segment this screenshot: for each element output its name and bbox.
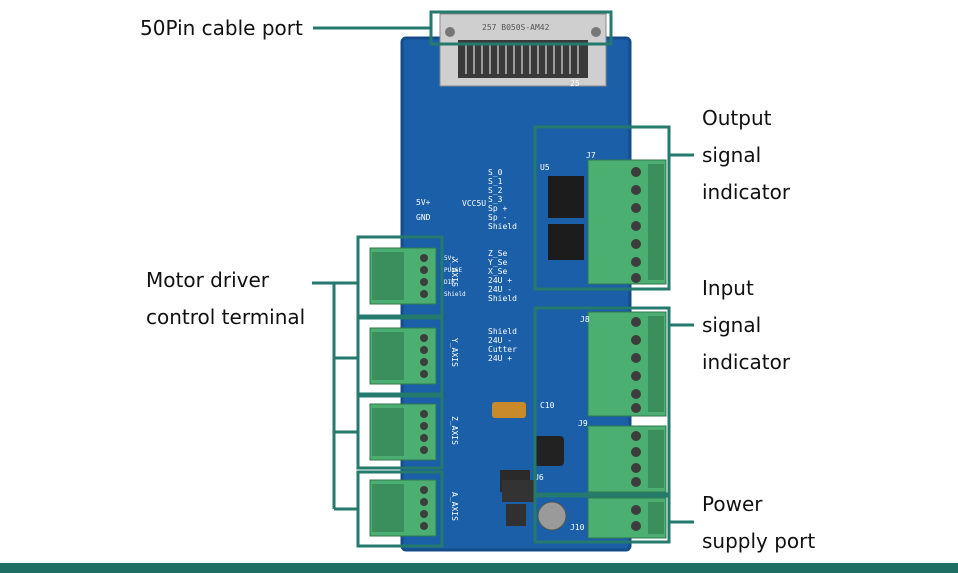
pcb-board — [402, 38, 630, 550]
label-input-line1: Input — [702, 276, 754, 300]
j8-label-1: Y_Se — [488, 258, 507, 267]
axis-label-x: X_AXIS — [450, 258, 459, 287]
label-power-line2: supply port — [702, 529, 816, 553]
capacitor-c10 — [492, 402, 526, 418]
label-power-line1: Power — [702, 492, 763, 516]
j8-label-2: X_Se — [488, 267, 507, 276]
label-cable-port-text: 50Pin cable port — [140, 16, 303, 40]
label-output-line1: Output — [702, 106, 772, 130]
net-gnd: GND — [416, 213, 431, 222]
j7-label-2: S_2 — [488, 186, 503, 195]
ref-j7: J7 — [586, 151, 596, 160]
terminal-j10-power — [587, 497, 667, 539]
box-output — [533, 125, 671, 291]
j7-label-0: S_0 — [488, 168, 503, 177]
terminal-j8-input — [587, 311, 667, 417]
net-5v: 5V+ — [416, 198, 431, 207]
chip-u5-a — [548, 176, 584, 218]
terminal-j9 — [587, 425, 667, 493]
j8-label-3: 24U + — [488, 276, 512, 285]
j7-label-1: S_1 — [488, 177, 503, 186]
j7-label-6: Shield — [488, 222, 517, 231]
axis-label-a: A_AXIS — [450, 492, 459, 521]
label-motor-line2: control terminal — [146, 305, 306, 329]
label-output-line2: signal — [702, 143, 762, 167]
pin-label-dir: DIR — [444, 279, 455, 286]
net-vcc5u: VCC5U — [462, 199, 486, 208]
pin-label-5v: 5V+ — [444, 255, 455, 262]
label-input-line3: indicator — [702, 350, 791, 374]
terminal-x-axis — [369, 247, 437, 305]
ref-u6: U6 — [534, 473, 544, 482]
j7-label-3: S_3 — [488, 195, 503, 204]
transistor — [506, 504, 526, 526]
terminal-y-axis — [369, 327, 437, 385]
ref-u5: U5 — [540, 163, 550, 172]
electrolytic-cap — [537, 501, 567, 531]
box-input — [533, 306, 671, 496]
j9-label-1: 24U - — [488, 336, 512, 345]
j9-label-0: Shield — [488, 327, 517, 336]
label-motor-driver: Motor driver control terminal — [146, 262, 305, 336]
j8-label-5: Shield — [488, 294, 517, 303]
j9-label-3: 24U + — [488, 354, 512, 363]
axis-label-y: Y_AXIS — [450, 338, 459, 367]
j8-label-0: Z_Se — [488, 249, 507, 258]
footer-bar — [0, 563, 958, 573]
box-y-terminal — [356, 316, 444, 396]
terminal-j7-output — [587, 159, 667, 285]
label-output-signal: Output signal indicator — [702, 100, 790, 211]
j7-label-4: Sp + — [488, 204, 507, 213]
label-input-signal: Input signal indicator — [702, 270, 790, 381]
connector-part-label: 257 B050S-AM42 — [482, 23, 550, 32]
j9-label-2: Cutter — [488, 345, 517, 354]
inductor — [534, 436, 564, 466]
terminal-a-axis — [369, 479, 437, 537]
label-input-line2: signal — [702, 313, 762, 337]
pin-label-pulse: PULSE — [444, 267, 462, 274]
ref-j10: J10 — [570, 523, 585, 532]
label-motor-line1: Motor driver — [146, 268, 269, 292]
box-x-terminal — [356, 235, 444, 318]
box-power — [533, 494, 671, 544]
axis-label-z: Z_AXIS — [450, 416, 459, 445]
ref-j8: J8 — [580, 315, 590, 324]
label-output-line3: indicator — [702, 180, 791, 204]
terminal-z-axis — [369, 403, 437, 461]
ref-c10: C10 — [540, 401, 555, 410]
label-cable-port: 50Pin cable port — [140, 10, 303, 47]
pin-label-shield: Shield — [444, 291, 466, 298]
label-power-supply: Power supply port — [702, 486, 815, 560]
regulator-ic — [502, 480, 534, 502]
ref-j9: J9 — [578, 419, 588, 428]
connector-50pin — [439, 13, 607, 87]
j7-label-5: Sp - — [488, 213, 507, 222]
pin-25-label: 25 — [570, 79, 580, 88]
j8-label-4: 24U - — [488, 285, 512, 294]
chip-u5-b — [548, 224, 584, 260]
